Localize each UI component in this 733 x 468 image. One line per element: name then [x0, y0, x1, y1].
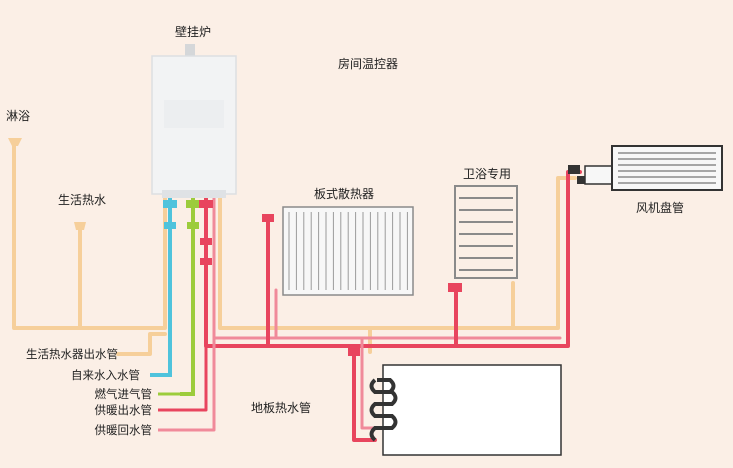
heating-pipes	[198, 170, 582, 442]
floor-heating-label: 地板热水管	[251, 400, 311, 415]
legend-item-heating-return: 供暖回水管	[95, 423, 153, 437]
shower-fixture	[8, 138, 22, 146]
panel-radiator-label: 板式散热器	[314, 186, 374, 201]
fan-coil-label: 风机盘管	[636, 200, 684, 215]
hot-water-tap	[74, 222, 86, 230]
legend-item-gas-inlet: 燃气进气管	[95, 387, 153, 401]
boiler-label: 壁挂炉	[175, 24, 211, 39]
pipe-legend: 生活热水器出水管 自来水入水管 燃气进气管 供暖出水管 供暖回水管	[26, 347, 200, 437]
domestic-hot-water-pipe	[12, 142, 577, 356]
bathroom-label: 卫浴专用	[463, 166, 511, 181]
floor-heating-panel	[369, 364, 562, 456]
shower-label: 淋浴	[6, 109, 30, 123]
towel-radiator	[454, 185, 518, 279]
gas-pipe	[180, 196, 195, 396]
wall-boiler	[151, 44, 237, 198]
legend-item-heating-supply: 供暖出水管	[95, 403, 153, 417]
boiler-valves	[163, 165, 587, 356]
legend-item-cold-water-inlet: 自来水入水管	[71, 368, 140, 382]
panel-radiator	[282, 206, 414, 296]
legend-item-hot-water-outlet: 生活热水器出水管	[26, 347, 118, 361]
hot-water-label: 生活热水	[58, 193, 106, 207]
thermostat-label: 房间温控器	[338, 56, 398, 71]
fan-coil-unit	[584, 145, 723, 191]
